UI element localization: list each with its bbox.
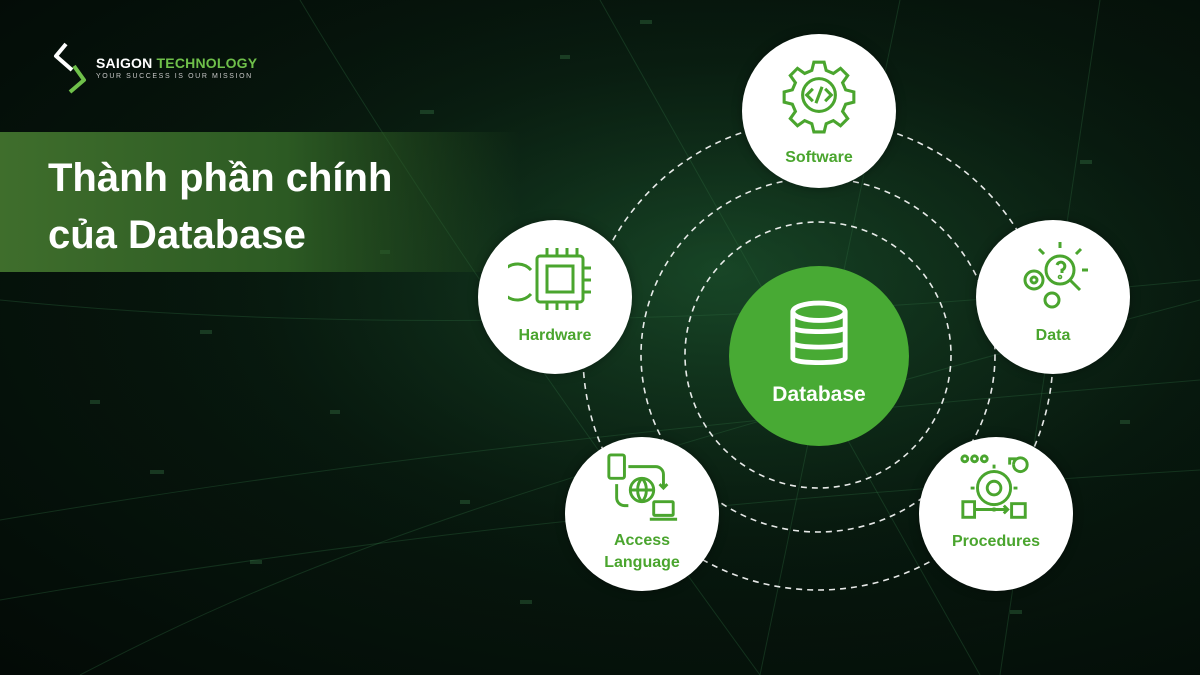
page-title: Thành phần chính của Database <box>48 150 508 264</box>
component-software[interactable]: Software <box>742 34 896 188</box>
page-title-line2: của Database <box>48 213 306 257</box>
brand-name: SAIGON TECHNOLOGY <box>96 55 257 71</box>
gear-code-icon <box>782 60 856 134</box>
brand-tagline: YOUR SUCCESS IS OUR MISSION <box>96 73 253 80</box>
component-data[interactable]: Data <box>976 220 1130 374</box>
component-data-label: Data <box>1035 327 1071 344</box>
center-label: Database <box>772 383 866 406</box>
component-procedures[interactable]: Procedures <box>919 437 1073 591</box>
procedures-icon <box>960 454 1029 519</box>
brand-name-part1: SAIGON <box>96 55 153 71</box>
title-band <box>0 132 520 272</box>
component-access-label-line1: Access <box>613 532 671 549</box>
saigon-technology-logo-icon <box>54 42 86 94</box>
component-hardware-label: Hardware <box>518 327 592 344</box>
page-title-line1: Thành phần chính <box>48 156 393 200</box>
access-language-icon <box>607 453 678 521</box>
component-software-label: Software <box>785 149 853 166</box>
component-hardware[interactable]: Hardware <box>478 220 632 374</box>
brand-name-part2: TECHNOLOGY <box>156 55 258 71</box>
database-icon <box>790 300 848 366</box>
component-access-language[interactable]: Access Language <box>565 437 719 591</box>
brand-logo[interactable]: SAIGON TECHNOLOGY YOUR SUCCESS IS OUR MI… <box>52 42 257 94</box>
component-procedures-label: Procedures <box>951 533 1041 550</box>
data-analysis-icon <box>1023 242 1088 309</box>
center-database-node[interactable]: Database <box>729 266 909 446</box>
component-access-label-line2: Language <box>604 554 680 571</box>
orbit-ring-middle <box>640 177 996 533</box>
component-access-language-label: Access Language <box>565 530 719 574</box>
cpu-chip-icon <box>508 248 591 310</box>
orbit-ring-inner <box>684 221 952 489</box>
